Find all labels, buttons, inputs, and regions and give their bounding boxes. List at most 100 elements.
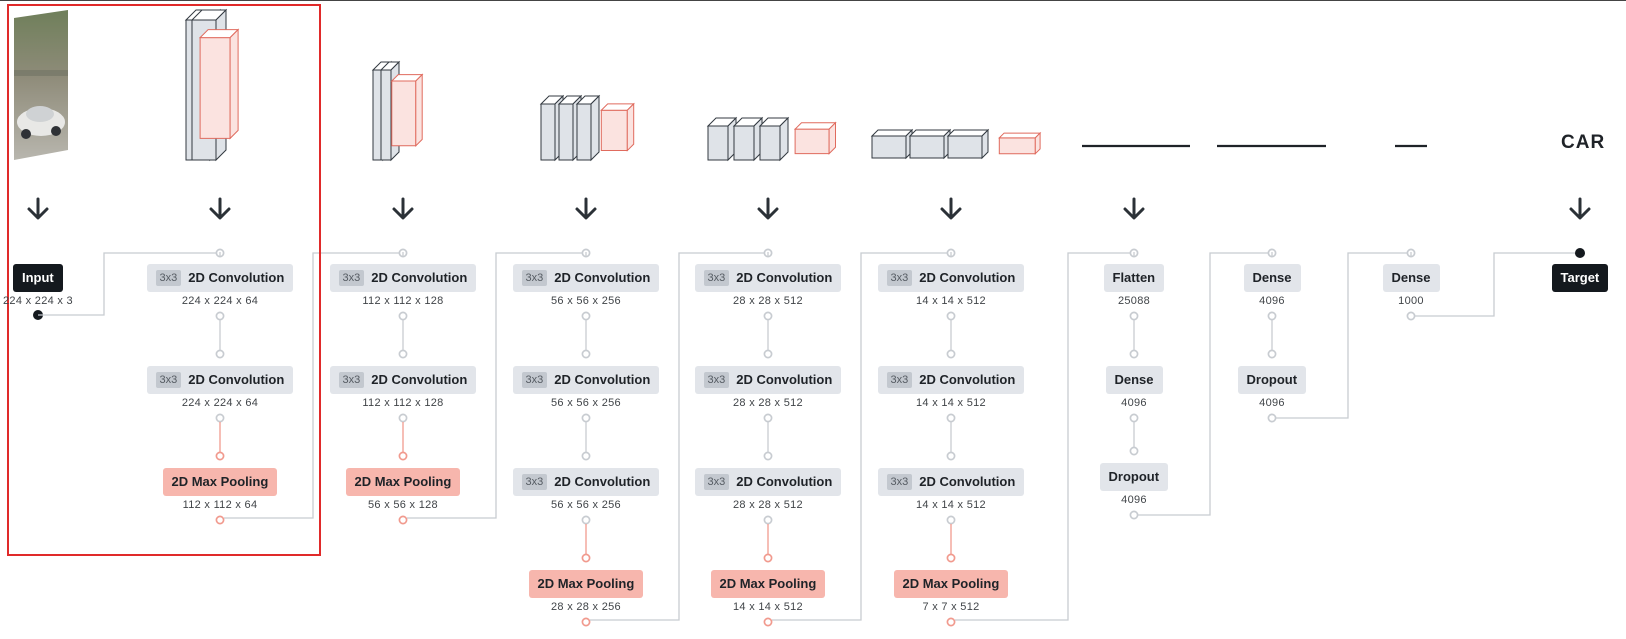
block-5-input-port xyxy=(946,248,956,258)
block-4-input-port xyxy=(763,248,773,258)
block-4-conv-2-shape: 28 x 28 x 512 xyxy=(733,397,803,409)
block-5-conv-2-out-port xyxy=(946,413,956,423)
block-4-conv-2-text: 2D Convolution xyxy=(736,372,833,387)
kernel-size-tag: 3x3 xyxy=(521,372,548,388)
target-input-port xyxy=(1575,248,1585,258)
fc-1-node-1-out-port xyxy=(1129,311,1139,321)
block-2-conv-1-text: 2D Convolution xyxy=(371,270,468,285)
block-4-pool-out-port xyxy=(763,617,773,627)
kernel-size-tag: 3x3 xyxy=(155,270,182,286)
block-2-max-pool-text: 2D Max Pooling xyxy=(354,474,452,489)
fc-1-node-2-out-port xyxy=(1129,413,1139,423)
block-1-pool-shape: 112 x 112 x 64 xyxy=(182,499,258,511)
fc-1-node-1-size: 25088 xyxy=(1117,295,1151,307)
block-3-pool-out-port xyxy=(581,617,591,627)
block-2-conv-2-text: 2D Convolution xyxy=(371,372,468,387)
block-1-highlight xyxy=(7,4,321,556)
target-node: Target xyxy=(1551,264,1609,292)
block-2-max-pool: 2D Max Pooling xyxy=(345,468,461,496)
fc-2-node-2: Dropout xyxy=(1237,366,1307,394)
block-5-conv-1-out-port xyxy=(946,311,956,321)
fc-1-node-1: Flatten xyxy=(1103,264,1165,292)
fc-1-node-3: Dropout xyxy=(1099,463,1169,491)
kernel-size-tag: 3x3 xyxy=(703,270,730,286)
block-3-conv-2-text: 2D Convolution xyxy=(554,372,651,387)
block-2-input-port xyxy=(398,248,408,258)
fc-2-node-1: Dense xyxy=(1243,264,1301,292)
block-2-conv-2-shape: 112 x 112 x 128 xyxy=(362,397,444,409)
block-3-conv-2: 3x3 2D Convolution xyxy=(512,366,660,394)
block-5-conv-3: 3x3 2D Convolution xyxy=(877,468,1025,496)
fc-1-node-3-out-port xyxy=(1129,510,1139,520)
block-4-conv-3-in-port xyxy=(763,451,773,461)
fc-1-node-1-text: Flatten xyxy=(1112,270,1156,285)
block-4-conv-3-text: 2D Convolution xyxy=(736,474,833,489)
kernel-size-tag: 3x3 xyxy=(886,270,913,286)
fc-3-node-1-out-port xyxy=(1406,311,1416,321)
fc-1-node-3-text: Dropout xyxy=(1108,469,1160,484)
block-3-pool-in-port xyxy=(581,553,591,563)
block-1-conv-1-text: 2D Convolution xyxy=(188,270,285,285)
input-car-image xyxy=(14,10,68,160)
block-3-conv-2-out-port xyxy=(581,413,591,423)
block-5-max-pool-text: 2D Max Pooling xyxy=(902,576,1000,591)
block-5-conv-3-in-port xyxy=(946,451,956,461)
block-2-conv-2-out-port xyxy=(398,413,408,423)
block-2-conv-1: 3x3 2D Convolution xyxy=(329,264,477,292)
fc-3-input-port xyxy=(1406,248,1416,258)
block-5-max-pool: 2D Max Pooling xyxy=(893,570,1009,598)
block-3-down-arrow xyxy=(575,197,597,220)
kernel-size-tag: 3x3 xyxy=(521,474,548,490)
input-node: Input xyxy=(13,264,63,292)
block-2-pool-out-port xyxy=(398,515,408,525)
block-4-conv-3-shape: 28 x 28 x 512 xyxy=(733,499,803,511)
block-2-conv-1-out-port xyxy=(398,311,408,321)
block-5-volume-stack xyxy=(870,128,1042,160)
kernel-size-tag: 3x3 xyxy=(886,372,913,388)
wire-block-5-to-next xyxy=(955,252,1130,621)
block-4-conv-2-out-port xyxy=(763,413,773,423)
fc-3-node-1-text: Dense xyxy=(1391,270,1431,285)
block-4-down-arrow xyxy=(757,197,779,220)
block-3-conv-3: 3x3 2D Convolution xyxy=(512,468,660,496)
block-3-max-pool: 2D Max Pooling xyxy=(528,570,644,598)
fc-2-node-1-out-port xyxy=(1267,311,1277,321)
block-5-conv-3-out-port xyxy=(946,515,956,525)
block-5-conv-3-text: 2D Convolution xyxy=(919,474,1016,489)
fc-3-node-1-size: 1000 xyxy=(1398,295,1424,307)
block-3-conv-3-text: 2D Convolution xyxy=(554,474,651,489)
kernel-size-tag: 3x3 xyxy=(703,372,730,388)
block-3-conv-1-shape: 56 x 56 x 256 xyxy=(551,295,621,307)
block-2-conv-2-in-port xyxy=(398,349,408,359)
block-2-down-arrow xyxy=(392,197,414,220)
block-4-conv-1-out-port xyxy=(763,311,773,321)
block-5-conv-2-text: 2D Convolution xyxy=(919,372,1016,387)
fc-1-node-3-in-port xyxy=(1129,446,1139,456)
block-1-conv-1-shape: 224 x 224 x 64 xyxy=(181,295,259,307)
block-2-pool-shape: 56 x 56 x 128 xyxy=(368,499,438,511)
fc-2-node-1-text: Dense xyxy=(1252,270,1292,285)
block-3-pool-shape: 28 x 28 x 256 xyxy=(551,601,621,613)
block-5-pool-shape: 7 x 7 x 512 xyxy=(922,601,980,613)
target-node-text: Target xyxy=(1560,270,1600,285)
kernel-size-tag: 3x3 xyxy=(338,270,365,286)
block-5-pool-out-port xyxy=(946,617,956,627)
kernel-size-tag: 3x3 xyxy=(155,372,182,388)
fc-2-node-2-size: 4096 xyxy=(1259,397,1285,409)
kernel-size-tag: 3x3 xyxy=(886,474,913,490)
block-2-pool-in-port xyxy=(398,451,408,461)
block-3-conv-3-shape: 56 x 56 x 256 xyxy=(551,499,621,511)
fc-1-down-arrow xyxy=(1123,197,1145,220)
block-4-volume-stack xyxy=(706,116,837,162)
fc-3-node-1: Dense xyxy=(1382,264,1440,292)
block-4-pool-shape: 14 x 14 x 512 xyxy=(733,601,803,613)
block-1-max-pool: 2D Max Pooling xyxy=(162,468,278,496)
wire-block-4-to-next xyxy=(772,252,947,621)
block-4-max-pool: 2D Max Pooling xyxy=(710,570,826,598)
block-5-conv-1-shape: 14 x 14 x 512 xyxy=(916,295,986,307)
